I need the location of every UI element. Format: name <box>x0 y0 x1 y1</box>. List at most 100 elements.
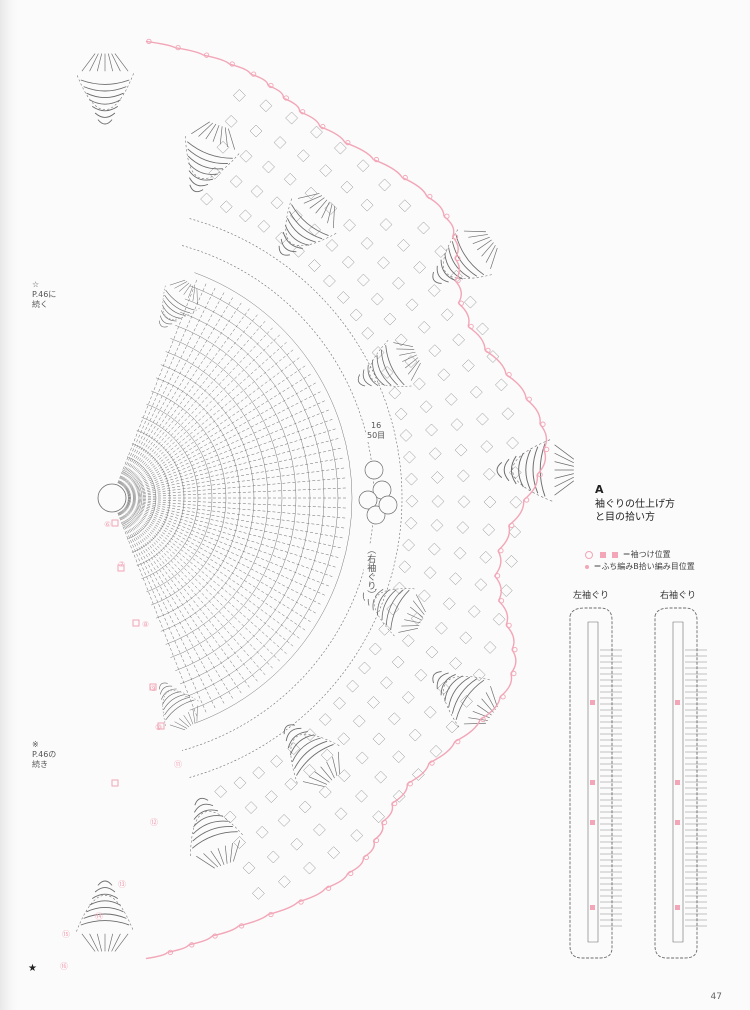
picot-dot <box>455 277 461 284</box>
round-arc <box>189 285 339 711</box>
fan-stitch <box>224 127 228 148</box>
mesh-diamond <box>413 261 426 274</box>
row-number: ⑧ <box>142 620 150 629</box>
round-arc <box>170 338 283 658</box>
scallop-segment <box>267 84 285 99</box>
mesh-diamond <box>402 634 415 647</box>
mesh-diamond <box>355 789 368 803</box>
picot-dot <box>175 44 181 51</box>
fan-stitch <box>217 848 225 865</box>
picot-dot <box>203 52 210 58</box>
round-arc <box>131 443 171 553</box>
picot-dot <box>455 255 461 262</box>
picot-dot <box>429 760 435 766</box>
pineapple-row <box>187 155 223 170</box>
legend-item2-text: ＝ふち編みB拾い編み目位置 <box>593 562 695 571</box>
picot-dot <box>298 899 304 905</box>
scallop-segment <box>428 741 456 764</box>
pineapple-row <box>291 204 329 236</box>
picot-dot <box>268 82 274 89</box>
picot-dot <box>345 139 351 146</box>
spoke-line <box>124 507 301 640</box>
fan-stitch <box>402 354 417 362</box>
fan-stitch <box>485 692 496 710</box>
mesh-diamond <box>408 728 422 742</box>
spoke-line <box>127 500 344 539</box>
mesh-diamond <box>428 447 442 460</box>
pineapple-row <box>86 906 124 913</box>
pineapple-row <box>286 218 316 243</box>
scallop-segment <box>406 762 430 785</box>
mesh-diamond <box>337 732 351 746</box>
round-arc <box>141 417 199 579</box>
left-strip-pink-mark <box>590 820 595 825</box>
mesh-diamond <box>450 418 464 431</box>
legend-item-sleeve-position: ＝袖つけ位置 <box>583 549 671 560</box>
mesh-diamond <box>405 472 418 486</box>
mesh-diamond <box>360 198 374 212</box>
right-strip-outline <box>654 607 698 959</box>
mesh-diamond <box>383 312 397 326</box>
mesh-diamond <box>483 641 497 654</box>
spoke-line <box>126 505 322 605</box>
pink-marker <box>117 564 125 572</box>
mesh-diamond <box>398 199 412 213</box>
mesh-diamond <box>425 423 438 437</box>
fan-stitch <box>183 715 192 726</box>
fan-stitch <box>302 781 325 787</box>
scallop-segment <box>211 925 240 937</box>
spoke-line <box>125 382 317 491</box>
pineapple-outline <box>443 676 492 728</box>
mesh-diamond <box>372 732 386 746</box>
legend-title-line2: と目の拾い方 <box>595 512 655 523</box>
spoke-line <box>121 307 251 486</box>
mesh-diamond <box>350 829 364 842</box>
mesh-diamond <box>313 823 326 837</box>
pineapple-row <box>158 682 168 690</box>
legend-item-pickup-position: ＝ふち編みB拾い編み目位置 <box>583 561 695 572</box>
spoke-line <box>124 348 295 489</box>
fan-stitch <box>405 357 419 369</box>
mesh-diamond <box>501 407 515 421</box>
mesh-diamond <box>343 218 356 232</box>
pineapple-row <box>89 99 121 105</box>
mesh-diamond <box>352 714 366 728</box>
sleeve-label: （右袖ぐり） <box>364 545 376 599</box>
pineapple-row <box>362 369 372 387</box>
mesh-diamond <box>303 861 316 875</box>
fan-stitch <box>481 242 494 257</box>
picot-dot <box>146 38 152 45</box>
mesh-diamond <box>392 276 405 290</box>
fan-stitch <box>169 724 186 731</box>
scallop-segment <box>426 195 445 217</box>
mesh-diamond <box>239 149 253 163</box>
scallop-segment <box>401 176 428 197</box>
mesh-diamond <box>462 359 475 372</box>
pineapple-outline <box>290 733 342 784</box>
pineapple-row <box>372 359 385 386</box>
right-sleeve-label: 右袖ぐり <box>660 591 697 601</box>
mesh-diamond <box>464 295 477 309</box>
mesh-diamond <box>338 769 351 782</box>
mesh-diamond <box>431 495 445 508</box>
fan-stitch <box>81 933 96 952</box>
mesh-diamond <box>393 581 406 595</box>
rose-flower <box>378 495 398 515</box>
fan-stitch <box>468 717 488 721</box>
spoke-line <box>127 502 337 568</box>
mesh-diamond <box>427 284 441 297</box>
scallop-segment <box>525 398 541 425</box>
fan-stitch <box>183 284 192 295</box>
scallop-segment <box>505 374 527 400</box>
page-gutter <box>0 0 18 1010</box>
mesh-diamond <box>229 175 243 188</box>
mesh-diamond <box>483 495 497 509</box>
pineapple-row <box>448 676 471 708</box>
mesh-diamond <box>402 691 415 704</box>
pineapple-motif <box>158 279 200 328</box>
pineapple-row <box>188 170 214 181</box>
mesh-diamond <box>284 777 298 791</box>
pineapple-row <box>165 289 195 311</box>
scallop-segment <box>145 951 168 960</box>
